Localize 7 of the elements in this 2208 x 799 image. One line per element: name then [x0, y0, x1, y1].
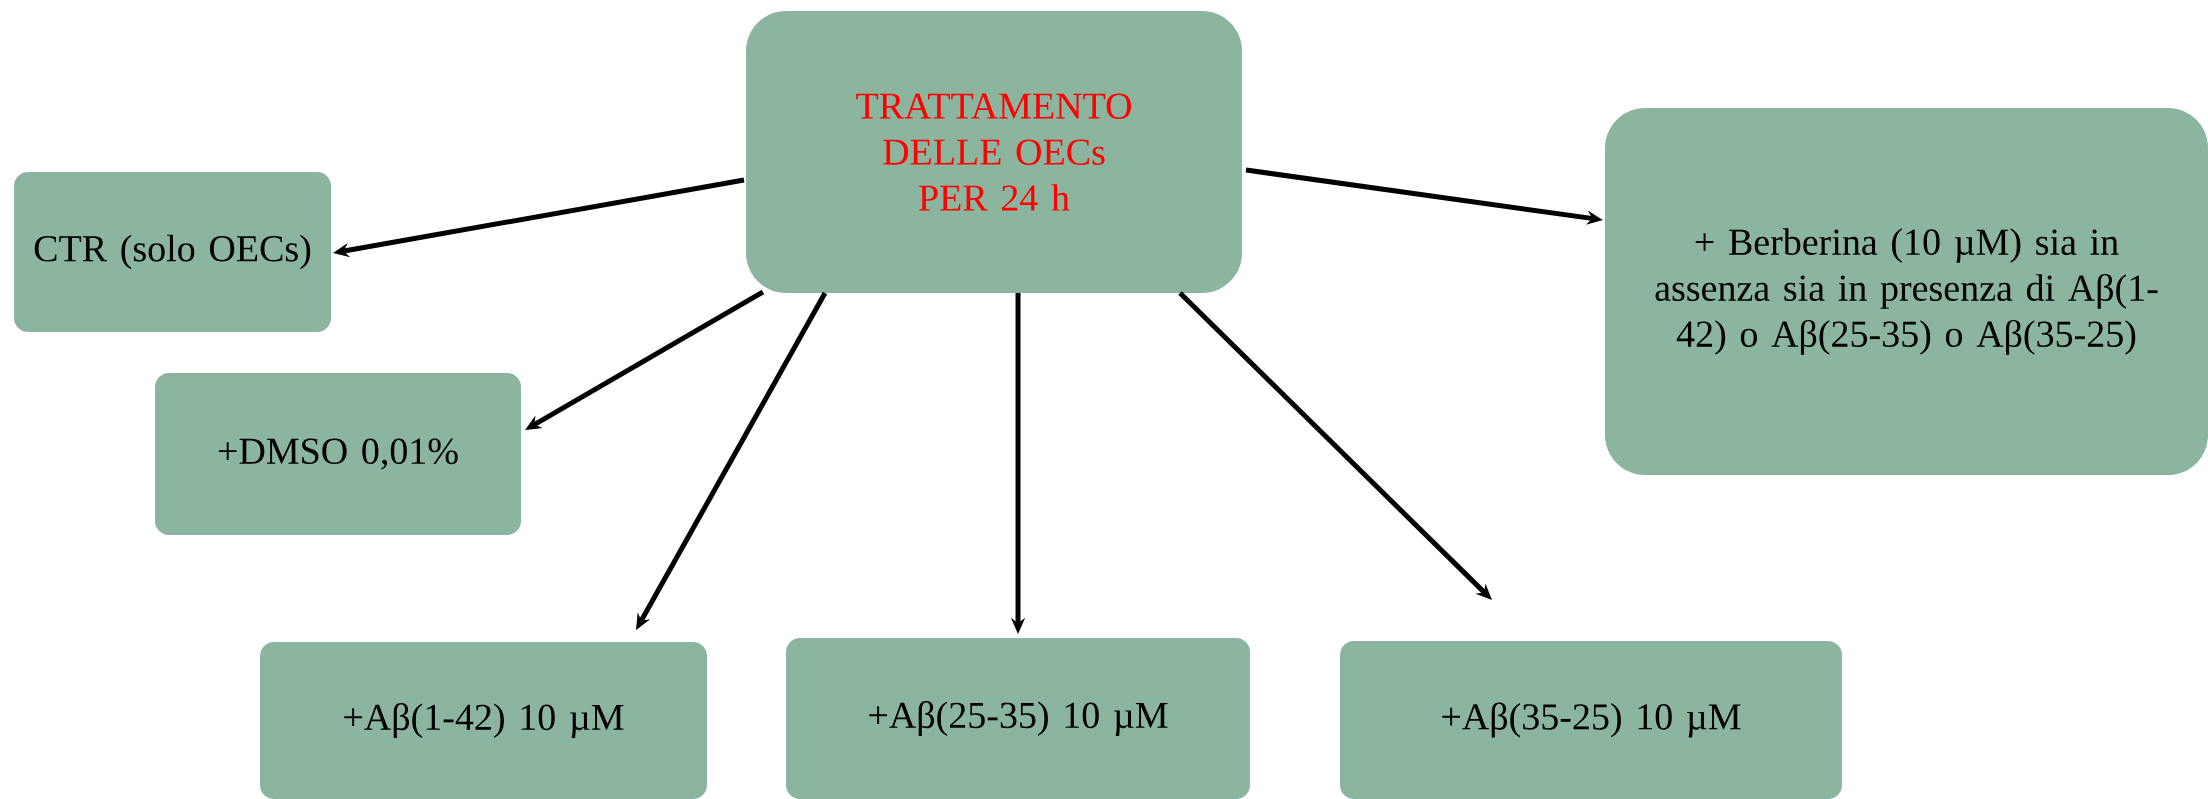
- process-box: CTR (solo OECs): [14, 172, 331, 332]
- process-box: TRATTAMENTO DELLE OECs PER 24 h: [746, 11, 1242, 293]
- process-box: +Aβ(25-35) 10 µM: [786, 638, 1250, 799]
- process-box: +Aβ(35-25) 10 µM: [1340, 641, 1842, 799]
- process-box: + Berberina (10 µM) sia in assenza sia in presenza di Aβ(1-42) o Aβ(25-35) o Aβ(35-25): [1605, 108, 2208, 475]
- process-box: +DMSO 0,01%: [155, 373, 521, 535]
- process-box: +Aβ(1-42) 10 µM: [260, 642, 707, 799]
